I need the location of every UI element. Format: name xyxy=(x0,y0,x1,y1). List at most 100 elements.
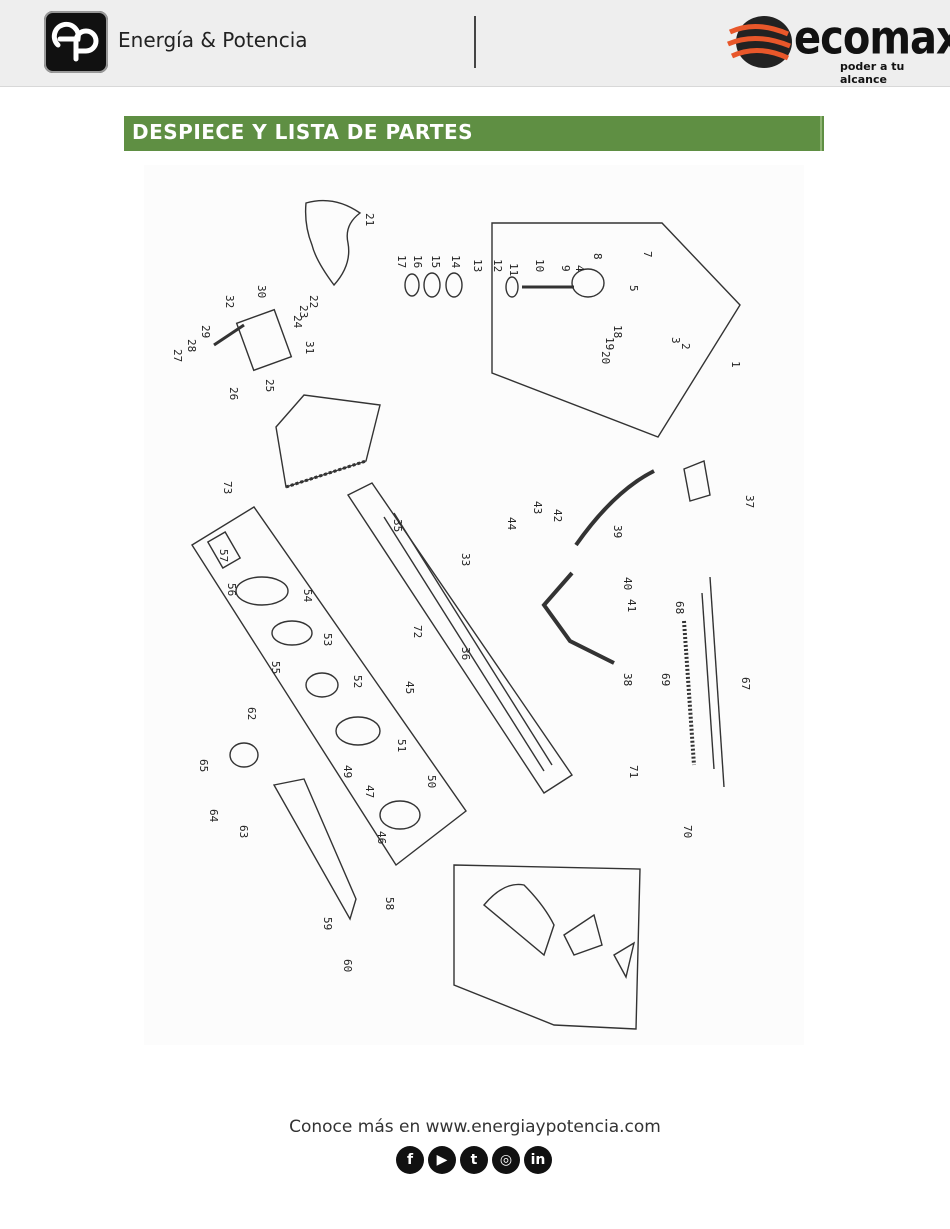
part-number-label-35: 35 xyxy=(391,519,404,532)
part-number-label-13: 13 xyxy=(471,259,484,272)
part-number-label-2: 2 xyxy=(679,343,692,350)
part-number-label-15: 15 xyxy=(429,255,442,268)
footer-website-text: Conoce más en www.energiaypotencia.com xyxy=(289,1117,661,1137)
part-number-label-37: 37 xyxy=(743,495,756,508)
part-number-label-20: 20 xyxy=(599,351,612,364)
part-73-guard-shape xyxy=(275,394,381,488)
instagram-icon[interactable]: ◎ xyxy=(492,1146,520,1174)
part-number-label-46: 46 xyxy=(375,831,388,844)
part-number-label-7: 7 xyxy=(641,251,654,258)
part-number-label-3: 3 xyxy=(669,337,682,344)
part-52-shape xyxy=(305,672,339,698)
part-number-label-27: 27 xyxy=(171,349,184,362)
part-56-shape xyxy=(235,576,289,606)
ecomax-wordmark: ecomax xyxy=(794,12,950,65)
part-number-label-68: 68 xyxy=(673,601,686,614)
twitter-icon[interactable]: t xyxy=(460,1146,488,1174)
part-number-label-69: 69 xyxy=(659,673,672,686)
part-number-label-8: 8 xyxy=(591,253,604,260)
section-title: DESPIECE Y LISTA DE PARTES xyxy=(132,120,474,144)
part-number-label-54: 54 xyxy=(301,589,314,603)
part-number-label-62: 62 xyxy=(245,707,258,720)
part-number-label-58: 58 xyxy=(383,897,396,910)
part-59-bracket xyxy=(272,778,357,921)
part-number-label-56: 56 xyxy=(225,583,238,596)
part-53-shape xyxy=(271,620,313,646)
part-number-label-65: 65 xyxy=(197,759,210,772)
part-number-label-55: 55 xyxy=(269,661,282,674)
part-number-label-18: 18 xyxy=(611,325,624,338)
part-number-label-17: 17 xyxy=(395,255,408,268)
part-number-label-28: 28 xyxy=(185,339,198,352)
part-38-handle xyxy=(541,571,615,665)
youtube-icon[interactable]: ▶ xyxy=(428,1146,456,1174)
part-number-label-59: 59 xyxy=(321,917,334,930)
part-37-throttle xyxy=(683,460,711,502)
ep-logo-icon xyxy=(44,11,108,73)
part-number-label-41: 41 xyxy=(625,599,638,612)
part-number-label-21: 21 xyxy=(363,213,376,226)
part-number-label-64: 64 xyxy=(207,809,220,823)
part-number-label-31: 31 xyxy=(303,341,316,354)
part-number-label-25: 25 xyxy=(263,379,276,392)
ecomax-swirl-icon xyxy=(727,16,792,68)
part-15-shape xyxy=(423,272,441,298)
linkedin-icon[interactable]: in xyxy=(524,1146,552,1174)
part-number-label-23: 23 xyxy=(297,305,310,318)
part-number-label-43: 43 xyxy=(531,501,544,514)
part-number-label-39: 39 xyxy=(611,525,624,538)
harness-group-outline xyxy=(453,864,641,1030)
part-number-label-72: 72 xyxy=(411,625,424,638)
diagram-drawing: 1234578910111213141516171819202122232425… xyxy=(171,199,756,1030)
part-number-label-30: 30 xyxy=(255,285,268,298)
part-number-label-52: 52 xyxy=(351,675,364,688)
ecomax-tagline: poder a tu alcance xyxy=(840,60,905,86)
part-36-shaft xyxy=(383,516,545,772)
part-number-labels: 1234578910111213141516171819202122232425… xyxy=(171,213,756,972)
part-number-label-29: 29 xyxy=(199,325,212,338)
part-number-label-11: 11 xyxy=(507,263,520,276)
brand-name: Energía & Potencia xyxy=(118,28,308,52)
part-16-shape xyxy=(404,273,420,297)
shaft-group-outline xyxy=(346,482,573,794)
part-57-shape xyxy=(206,531,242,569)
facebook-icon[interactable]: f xyxy=(396,1146,424,1174)
part-number-label-67: 67 xyxy=(739,677,752,690)
part-number-label-19: 19 xyxy=(603,337,616,350)
part-number-label-44: 44 xyxy=(505,517,518,531)
part-65-clamp xyxy=(229,742,259,768)
part-number-label-70: 70 xyxy=(681,825,694,838)
harness-strap xyxy=(483,883,555,957)
part-number-label-40: 40 xyxy=(621,577,634,590)
part-39-tube xyxy=(574,469,655,547)
part-number-label-51: 51 xyxy=(395,739,408,752)
engine-group-outline xyxy=(491,222,741,438)
part-number-label-60: 60 xyxy=(341,959,354,972)
section-title-bar: DESPIECE Y LISTA DE PARTES xyxy=(124,116,824,151)
part-51-shape xyxy=(335,716,381,746)
part-number-label-9: 9 xyxy=(559,265,572,272)
part-11-shape xyxy=(505,276,519,298)
part-number-label-63: 63 xyxy=(237,825,250,838)
part-number-label-10: 10 xyxy=(533,259,546,272)
part-number-label-4: 4 xyxy=(573,265,586,272)
gear-group-outline xyxy=(191,506,467,867)
part-number-label-22: 22 xyxy=(307,295,320,308)
part-67-cable xyxy=(709,576,725,788)
social-icons: f ▶ t ◎ in xyxy=(396,1146,556,1176)
part-number-label-57: 57 xyxy=(217,549,230,562)
part-68-cable xyxy=(701,592,715,770)
part-number-label-24: 24 xyxy=(291,315,304,329)
part-number-label-38: 38 xyxy=(621,673,634,686)
header-divider xyxy=(474,16,476,68)
part-number-label-71: 71 xyxy=(627,765,640,778)
part-number-label-33: 33 xyxy=(459,553,472,566)
part-31-shape xyxy=(235,308,293,372)
part-number-label-45: 45 xyxy=(403,681,416,694)
part-number-label-16: 16 xyxy=(411,255,424,268)
part-number-label-1: 1 xyxy=(729,361,742,368)
part-number-label-49: 49 xyxy=(341,765,354,778)
part-number-label-42: 42 xyxy=(551,509,564,522)
part-number-label-47: 47 xyxy=(363,785,376,798)
